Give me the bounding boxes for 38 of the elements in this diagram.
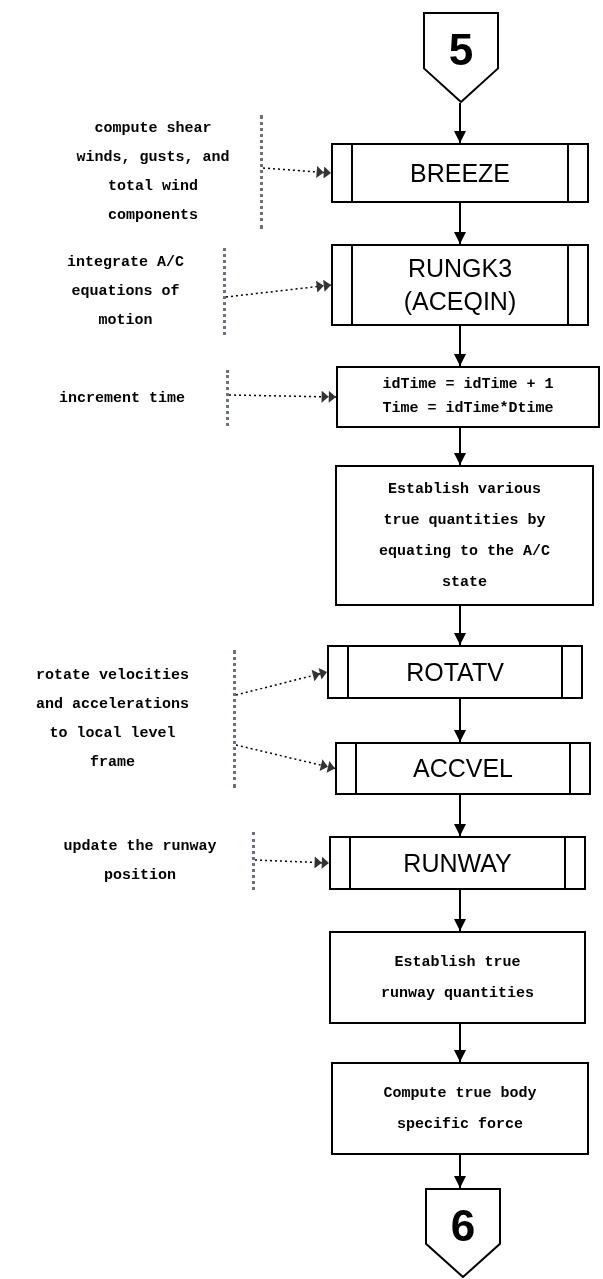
predefined-process-box bbox=[327, 645, 583, 699]
process-box bbox=[329, 931, 586, 1024]
arrow bbox=[454, 605, 466, 646]
connector-number: 5 bbox=[448, 28, 474, 72]
predefined-process-box bbox=[329, 836, 586, 890]
process-box bbox=[331, 1062, 589, 1155]
predefined-process-box bbox=[331, 143, 589, 203]
box-text: Compute true body specific force bbox=[382, 1083, 538, 1135]
arrow bbox=[454, 1023, 466, 1063]
process-box bbox=[336, 366, 600, 428]
connector-number: 6 bbox=[450, 1204, 476, 1248]
arrow bbox=[454, 325, 466, 367]
arrow bbox=[454, 427, 466, 466]
annotation-text: update the runway position bbox=[62, 837, 218, 886]
box-label: RUNWAY bbox=[403, 847, 512, 879]
arrow bbox=[454, 794, 466, 837]
annotation-text: compute shear winds, gusts, and total wind components bbox=[75, 119, 231, 226]
predefined-process-box bbox=[335, 742, 591, 795]
arrow bbox=[454, 102, 466, 144]
box-text: Establish true runway quantities bbox=[380, 952, 535, 1004]
box-label: RUNGK3 (ACEQIN) bbox=[402, 253, 518, 317]
box-label: ACCVEL bbox=[412, 753, 513, 784]
box-label: BREEZE bbox=[410, 157, 510, 189]
arrow bbox=[454, 889, 466, 932]
off-page-connector bbox=[425, 1188, 501, 1278]
off-page-connector bbox=[423, 12, 499, 103]
arrow bbox=[454, 698, 466, 743]
box-text: Time = idTime*Dtime bbox=[382, 399, 554, 419]
predefined-process-box bbox=[331, 244, 589, 326]
arrow bbox=[454, 1154, 466, 1189]
annotation-text: increment time bbox=[59, 388, 185, 409]
process-box bbox=[335, 465, 594, 606]
box-label: ROTATV bbox=[406, 656, 504, 688]
box-text: idTime = idTime + 1 bbox=[382, 375, 554, 395]
annotation-text: integrate A/C equations of motion bbox=[66, 253, 185, 331]
annotation-text: rotate velocities and accelerations to local level frame bbox=[35, 666, 190, 773]
box-text: Establish various true quantities by equating to the A/C state bbox=[378, 479, 551, 593]
arrow bbox=[454, 202, 466, 245]
